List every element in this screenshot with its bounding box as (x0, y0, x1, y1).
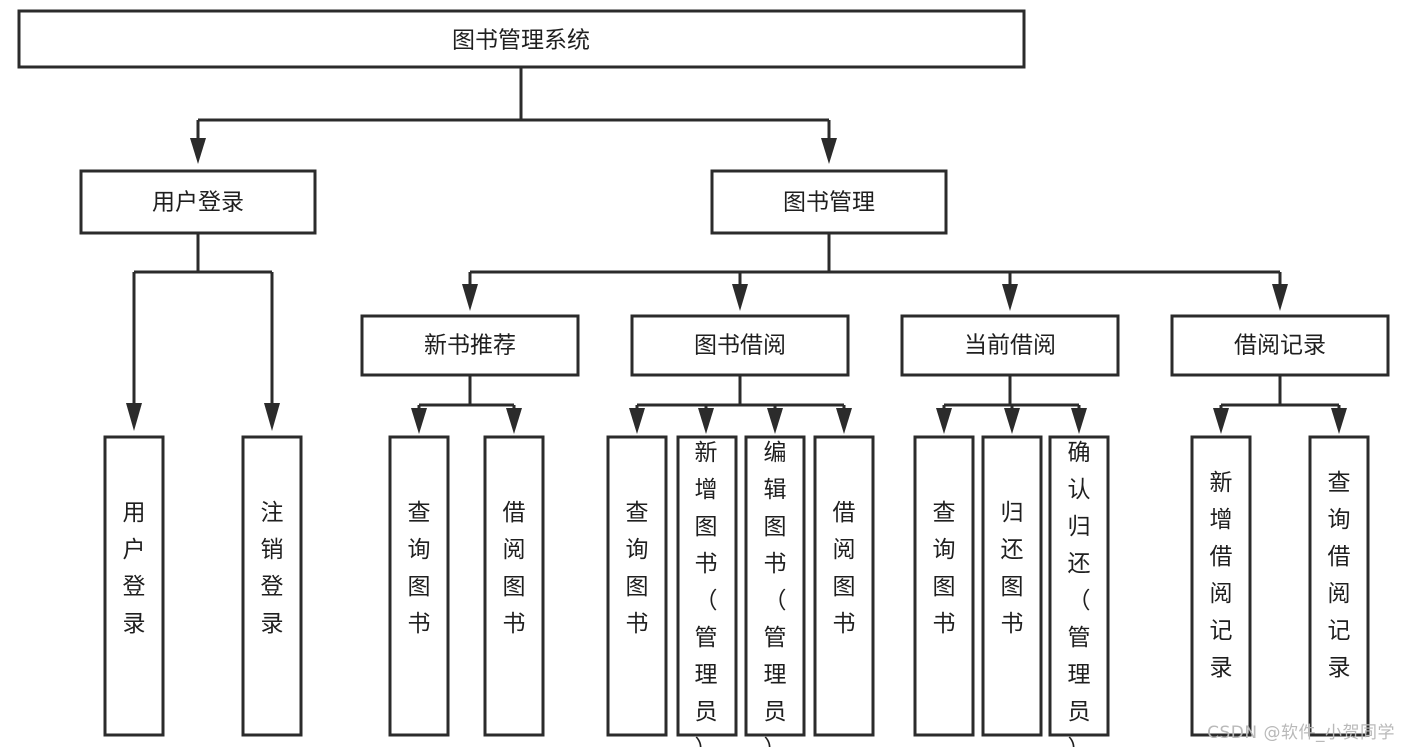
leaf-borrow-book-2-box[interactable] (813, 435, 875, 737)
csdn-watermark: CSDN @软件_小贺同学 (1207, 723, 1395, 743)
leaf-user-login[interactable]: 用户登录 (103, 435, 165, 737)
node-book-borrow[interactable]: 图书借阅 (630, 314, 850, 377)
arrowhead-user-login (190, 138, 206, 164)
node-current-borrow[interactable]: 当前借阅 (900, 314, 1120, 377)
node-root[interactable]: 图书管理系统 (17, 9, 1026, 69)
leaf-query-book-3-box[interactable] (913, 435, 975, 737)
leaf-query-record-box[interactable] (1308, 435, 1370, 737)
node-user-login-box[interactable] (79, 169, 317, 235)
node-current-borrow-box[interactable] (900, 314, 1120, 377)
node-book-manage-label: 图书管理 (783, 190, 875, 216)
arrowhead-leaf-edit-book (767, 408, 783, 434)
node-user-login[interactable]: 用户登录 (79, 169, 317, 235)
arrowhead-leaf-borrow-book-1 (506, 408, 522, 434)
leaf-edit-book-box[interactable] (744, 435, 806, 737)
arrowhead-leaf-add-record (1213, 408, 1229, 434)
arrowhead-leaf-user-login (126, 403, 142, 431)
leaf-logout-login-box[interactable] (241, 435, 303, 737)
leaf-return-book-box[interactable] (981, 435, 1043, 737)
leaf-return-book-label: 归还图书 (1001, 500, 1024, 637)
node-current-borrow-label: 当前借阅 (964, 333, 1056, 359)
leaf-add-book-box[interactable] (676, 435, 738, 737)
node-borrow-record-box[interactable] (1170, 314, 1390, 377)
arrowhead-leaf-borrow-book-2 (836, 408, 852, 434)
leaf-logout-login[interactable]: 注销登录 (241, 435, 303, 737)
leaf-query-book-1[interactable]: 查询图书 (388, 435, 450, 737)
leaf-query-book-1-box[interactable] (388, 435, 450, 737)
node-new-book-recommend[interactable]: 新书推荐 (360, 314, 580, 377)
node-borrow-record[interactable]: 借阅记录 (1170, 314, 1390, 377)
leaf-return-book[interactable]: 归还图书 (981, 435, 1043, 737)
node-user-login-label: 用户登录 (152, 190, 244, 216)
arrowhead-leaf-query-book-3 (936, 408, 952, 434)
leaf-add-book[interactable]: 新增图书（管理员） (676, 435, 738, 747)
leaf-borrow-book-2[interactable]: 借阅图书 (813, 435, 875, 737)
leaf-add-record[interactable]: 新增借阅记录 (1190, 435, 1252, 737)
node-new-book-recommend-label: 新书推荐 (424, 333, 516, 359)
arrowhead-leaf-return-book (1004, 408, 1020, 434)
node-book-borrow-box[interactable] (630, 314, 850, 377)
leaf-query-record[interactable]: 查询借阅记录 (1308, 435, 1370, 737)
node-root-label: 图书管理系统 (452, 28, 590, 54)
leaf-confirm-return[interactable]: 确认归还（管理员） (1048, 435, 1110, 747)
leaf-edit-book-label: 编辑图书（管理员） (764, 440, 787, 747)
arrowhead-leaf-logout-login (264, 403, 280, 431)
node-book-manage[interactable]: 图书管理 (710, 169, 948, 235)
node-new-book-recommend-box[interactable] (360, 314, 580, 377)
arrowhead-leaf-confirm-return (1071, 408, 1087, 434)
leaf-query-book-3-label: 查询图书 (933, 500, 956, 637)
leaf-query-book-2[interactable]: 查询图书 (606, 435, 668, 737)
leaf-user-login-label: 用户登录 (123, 500, 146, 637)
leaf-borrow-book-1[interactable]: 借阅图书 (483, 435, 545, 737)
arrowhead-leaf-add-book (698, 408, 714, 434)
leaf-user-login-box[interactable] (103, 435, 165, 737)
arrowhead-leaf-query-record (1331, 408, 1347, 434)
arrowhead-book-manage (821, 138, 837, 164)
leaf-borrow-book-1-label: 借阅图书 (503, 500, 526, 637)
node-borrow-record-label: 借阅记录 (1234, 333, 1326, 359)
arrowhead-borrow-record (1272, 284, 1288, 311)
leaf-add-record-label: 新增借阅记录 (1210, 470, 1233, 681)
leaf-query-book-3[interactable]: 查询图书 (913, 435, 975, 737)
arrowhead-leaf-query-book-2 (629, 408, 645, 434)
leaf-query-record-label: 查询借阅记录 (1328, 470, 1351, 681)
edge-group (126, 67, 1347, 434)
leaf-borrow-book-2-label: 借阅图书 (833, 500, 856, 637)
leaf-query-book-2-label: 查询图书 (626, 500, 649, 637)
arrowhead-new-book (462, 284, 478, 311)
node-root-box[interactable] (17, 9, 1026, 69)
arrowhead-leaf-query-book-1 (411, 408, 427, 434)
arrowhead-current-borrow (1002, 284, 1018, 311)
leaf-confirm-return-box[interactable] (1048, 435, 1110, 737)
leaf-add-book-label: 新增图书（管理员） (695, 440, 718, 747)
node-book-borrow-label: 图书借阅 (694, 333, 786, 359)
arrowhead-book-borrow (732, 284, 748, 311)
leaf-logout-login-label: 注销登录 (261, 500, 284, 637)
leaf-confirm-return-label: 确认归还（管理员） (1068, 440, 1091, 747)
leaf-query-book-2-box[interactable] (606, 435, 668, 737)
leaf-add-record-box[interactable] (1190, 435, 1252, 737)
leaf-query-book-1-label: 查询图书 (408, 500, 431, 637)
leaf-borrow-book-1-box[interactable] (483, 435, 545, 737)
node-book-manage-box[interactable] (710, 169, 948, 235)
leaf-edit-book[interactable]: 编辑图书（管理员） (744, 435, 806, 747)
